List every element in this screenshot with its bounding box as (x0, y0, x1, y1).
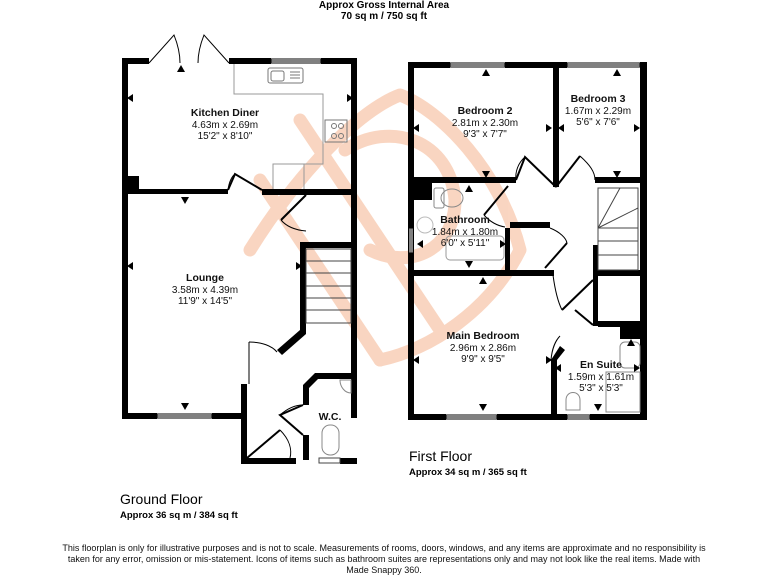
room-metric: 1.84m x 1.80m (431, 226, 499, 238)
room-bathroom: Bathroom 1.84m x 1.80m 6'0" x 5'11" (420, 214, 510, 250)
room-wc: W.C. (310, 411, 350, 424)
room-kitchen-diner: Kitchen Diner 4.63m x 2.69m 15'2" x 8'10… (170, 107, 280, 143)
disclaimer-text: This floorplan is only for illustrative … (62, 543, 706, 575)
room-metric: 1.67m x 2.29m (564, 105, 632, 117)
room-name: En Suite (579, 359, 622, 371)
ground-floor-title: Ground Floor (120, 491, 203, 507)
room-name: Bedroom 2 (457, 105, 513, 117)
room-metric: 4.63m x 2.69m (191, 119, 259, 131)
room-bedroom-2: Bedroom 2 2.81m x 2.30m 9'3" x 7'7" (430, 105, 540, 141)
room-imperial: 15'2" x 8'10" (197, 131, 253, 142)
room-name: Bedroom 3 (570, 93, 626, 105)
ground-floor-plan (122, 58, 357, 464)
room-imperial: 9'3" x 7'7" (463, 129, 507, 140)
room-bedroom-3: Bedroom 3 1.67m x 2.29m 5'6" x 7'6" (556, 93, 640, 129)
room-imperial: 9'9" x 9'5" (461, 354, 505, 365)
room-metric: 2.96m x 2.86m (449, 342, 517, 354)
room-lounge: Lounge 3.58m x 4.39m 11'9" x 14'5" (150, 272, 260, 308)
first-floor-area: Approx 34 sq m / 365 sq ft (409, 467, 527, 478)
gross-area-title: Approx Gross Internal Area (318, 0, 450, 11)
gross-area-value: 70 sq m / 750 sq ft (340, 11, 428, 22)
room-imperial: 11'9" x 14'5" (177, 296, 233, 307)
first-floor-fixtures (408, 62, 641, 420)
room-name: Lounge (186, 272, 224, 284)
room-name: W.C. (318, 411, 342, 423)
room-main-bedroom: Main Bedroom 2.96m x 2.86m 9'9" x 9'5" (428, 330, 538, 366)
room-name: Bathroom (440, 214, 490, 226)
first-floor-title: First Floor (409, 448, 472, 464)
room-imperial: 5'6" x 7'6" (576, 117, 620, 128)
dimension-markers (127, 65, 640, 411)
room-metric: 2.81m x 2.30m (451, 117, 519, 129)
room-imperial: 6'0" x 5'11" (440, 238, 490, 249)
room-imperial: 5'3" x 5'3" (579, 383, 623, 394)
room-name: Kitchen Diner (190, 107, 260, 119)
room-name: Main Bedroom (446, 330, 520, 342)
ground-floor-area: Approx 36 sq m / 384 sq ft (120, 510, 238, 521)
room-metric: 3.58m x 4.39m (171, 284, 239, 296)
room-en-suite: En Suite 1.59m x 1.61m 5'3" x 5'3" (560, 359, 642, 395)
ground-floor-fixtures (148, 34, 352, 464)
room-metric: 1.59m x 1.61m (567, 371, 635, 383)
